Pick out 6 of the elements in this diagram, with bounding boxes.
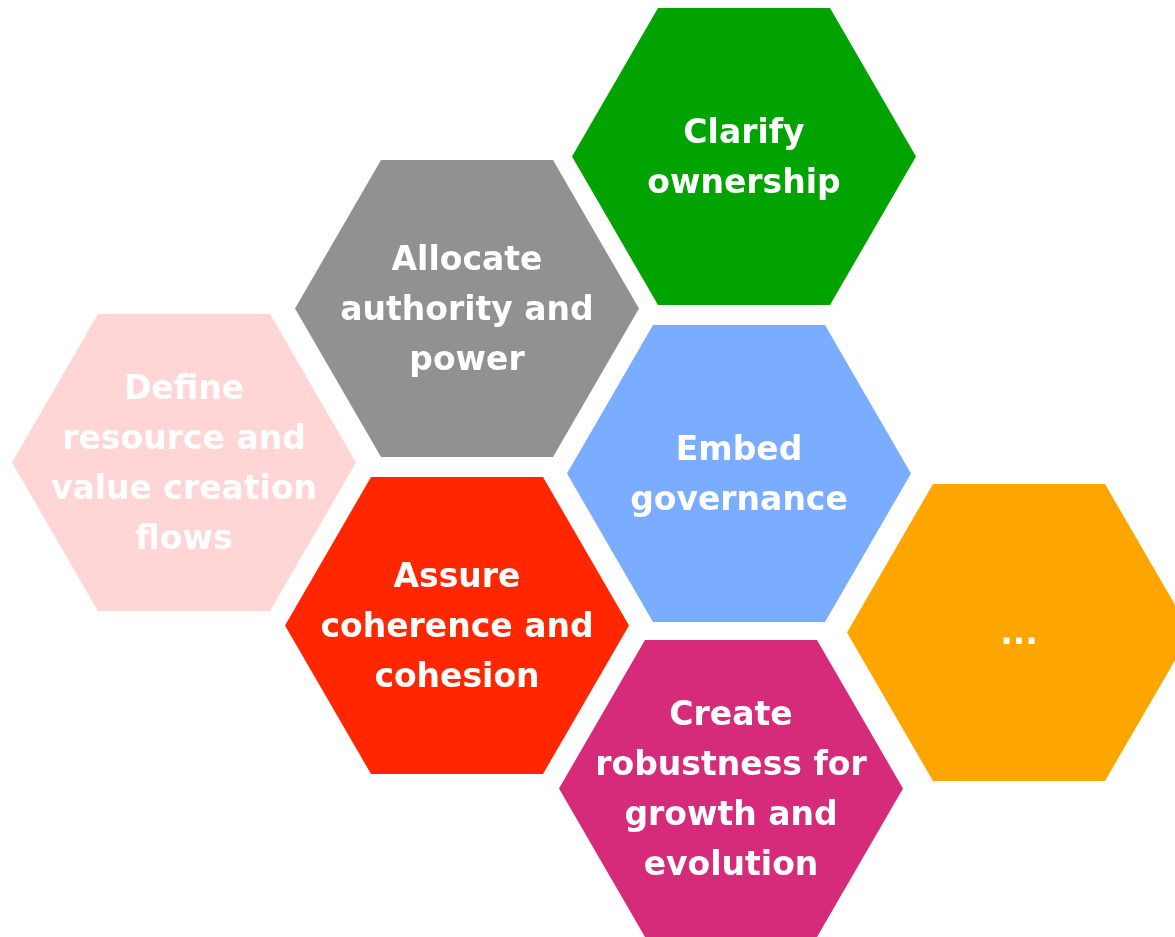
hexagon-label: Create robustness for growth and evolution [594,692,868,885]
hexagon-label: Allocate authority and power [339,237,595,380]
hexagon-label: Embed governance [629,427,849,520]
hexagon-label: ... [999,611,1039,654]
hexagon-label: Clarify ownership [646,110,842,203]
hexagon-label: Assure coherence and cohesion [319,554,595,697]
